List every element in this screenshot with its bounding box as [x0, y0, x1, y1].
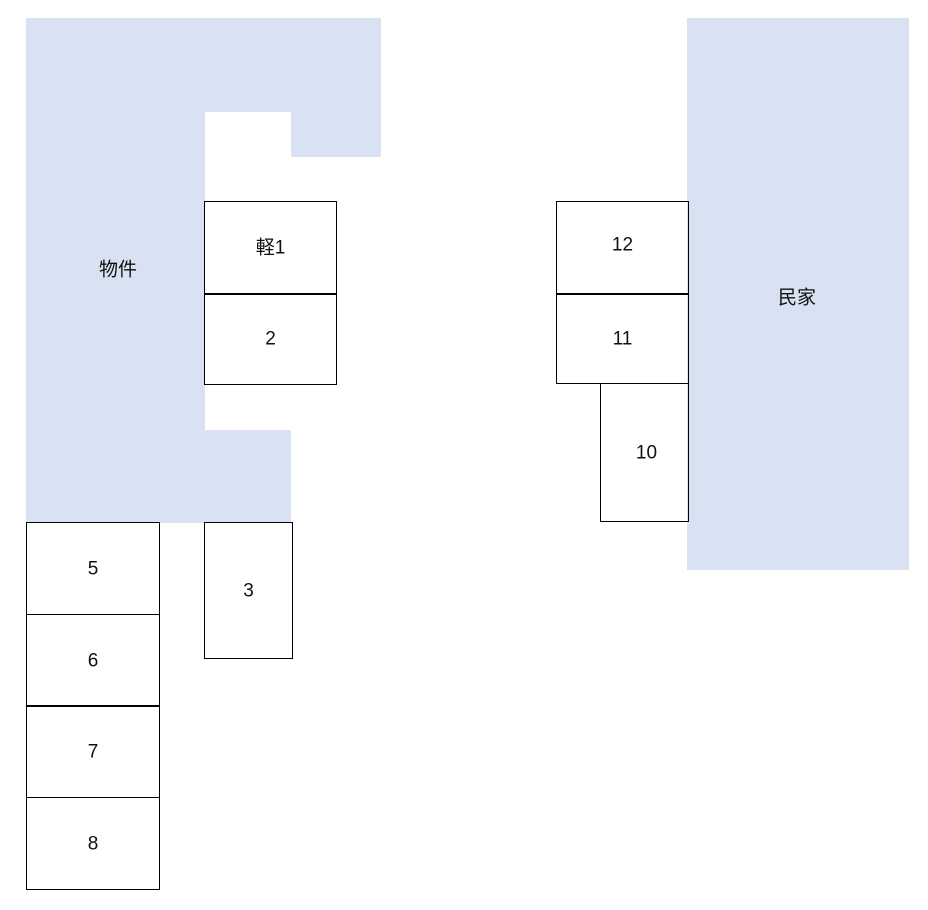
parking-slot-12: 12	[556, 201, 689, 295]
neighbor-house	[687, 18, 909, 570]
parking-slot-8: 8	[26, 797, 160, 890]
property-cutout-top	[205, 112, 291, 200]
parking-slot-3: 3	[204, 522, 293, 659]
parking-slot-label: 6	[87, 650, 99, 671]
parking-slot-6: 6	[26, 614, 160, 707]
property-label: 物件	[98, 259, 138, 281]
parking-slot-10: 10	[600, 383, 689, 522]
parking-slot-label: 7	[87, 741, 99, 762]
parking-slot-label: 11	[612, 328, 633, 349]
parking-slot-2: 2	[204, 293, 337, 385]
parking-slot-7: 7	[26, 705, 160, 798]
parking-slot-label: 5	[87, 558, 99, 579]
parking-slot-label: 3	[243, 580, 254, 601]
neighbor-label: 民家	[777, 287, 817, 309]
parking-slot-1: 軽1	[204, 201, 337, 295]
property-cutout-middle	[205, 200, 291, 430]
parking-slot-5: 5	[26, 522, 160, 615]
parking-slot-label: 2	[265, 328, 276, 350]
parking-slot-label: 軽1	[255, 237, 286, 259]
parking-slot-label: 10	[635, 442, 658, 463]
parking-slot-11: 11	[556, 293, 689, 384]
parking-slot-label: 8	[87, 833, 99, 854]
parking-slot-label: 12	[611, 234, 634, 256]
